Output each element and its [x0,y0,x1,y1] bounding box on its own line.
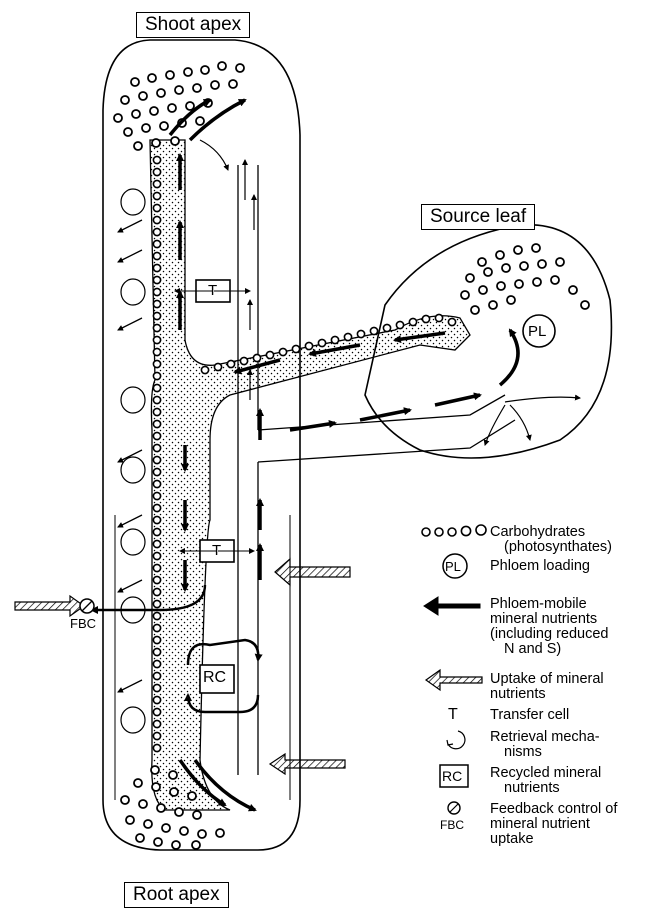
source-leaf-label: Source leaf [421,204,535,230]
legend-recycled-line1: Recycled mineral [490,766,601,781]
legend-retrieval-symbol [447,731,465,749]
legend-feedback-line2: mineral nutrient [490,817,617,832]
legend-feedback-line3: uptake [490,832,617,847]
phloem-strand [150,140,470,810]
legend-uptake-line1: Uptake of mineral [490,672,604,687]
legend-phloem-arrow [424,597,480,615]
legend-carbohydrates-line2: (photosynthates) [490,540,612,555]
legend-carbohydrates-line1: Carbohydrates [490,524,585,540]
legend-retrieval-line2: nisms [490,745,600,760]
legend-phloem-mobile-line1: Phloem-mobile [490,597,609,612]
legend-uptake-arrow [426,670,482,690]
legend-recycled-line2: nutrients [490,781,601,796]
legend-recycled: Recycled mineral nutrients [490,766,601,796]
legend-phloem-mobile: Phloem-mobile mineral nutrients (includi… [490,597,609,657]
legend-rc-symbol-text: RC [442,769,462,784]
legend-retrieval-line1: Retrieval mecha- [490,730,600,745]
retrieval-loops [121,189,145,733]
legend-feedback-line1: Feedback control of [490,802,617,817]
shoot-apex-label: Shoot apex [136,12,250,38]
legend-phloem-mobile-line3: (including reduced [490,627,609,642]
rc-label: RC [203,669,226,687]
legend-pl-symbol-text: PL [445,559,461,574]
transfer-cell-lower-label: T [212,542,221,559]
legend-feedback: Feedback control of mineral nutrient upt… [490,802,617,847]
legend-transfer-cell: Transfer cell [490,708,569,723]
pl-label: PL [528,323,546,340]
transfer-cell-upper-label: T [208,282,217,299]
shoot-carbohydrates [114,62,244,150]
legend-carb-symbol [422,525,486,536]
legend-phloem-mobile-line2: mineral nutrients [490,612,609,627]
legend-retrieval: Retrieval mecha- nisms [490,730,600,760]
fbc-label: FBC [70,616,96,631]
legend-t-symbol: T [448,707,458,722]
legend-phloem-mobile-line4: N and S) [490,642,609,657]
xylem-channel [238,165,258,775]
legend-carbohydrates: Carbohydrates (photosynthates) [490,525,612,555]
legend-uptake-line2: nutrients [490,687,604,702]
legend-phloem-loading: Phloem loading [490,559,590,574]
legend-uptake: Uptake of mineral nutrients [490,672,604,702]
root-apex-label: Root apex [124,882,229,908]
legend-fbc-symbol-text: FBC [440,818,464,833]
